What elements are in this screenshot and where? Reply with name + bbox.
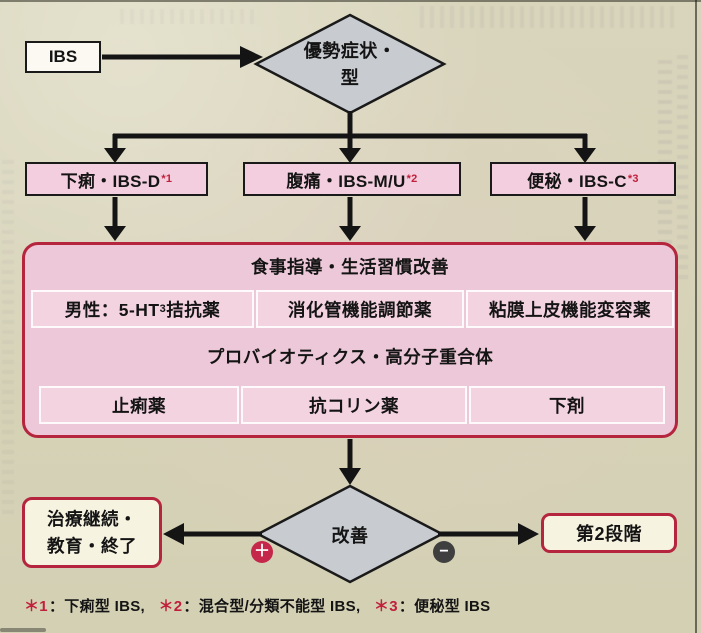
footnote-marker: ＊3: [373, 598, 398, 615]
arrowhead: [163, 523, 184, 545]
outcome-continue-line-2: 教育・終了: [47, 535, 137, 556]
arrowhead: [339, 468, 361, 485]
decision-improvement: 改善: [331, 526, 369, 546]
footnote-marker-3: *3: [627, 173, 639, 185]
branch-diarrhea-label: 下痢・IBS-D: [60, 171, 161, 191]
treatment-mid: プロバイオティクス・高分子重合体: [206, 347, 494, 367]
treatment-cell-mucosal-epithelial: 粘膜上皮機能変容薬: [466, 290, 674, 328]
footnote-item: ＊2：混合型/分類不能型 IBS,: [158, 598, 360, 615]
page-edge: [695, 0, 697, 633]
footnote: ＊1：下痢型 IBS, ＊2：混合型/分類不能型 IBS, ＊3：便秘型 IBS: [24, 595, 499, 616]
footnote-item: ＊3：便秘型 IBS: [374, 598, 491, 615]
cell-text: 男性：5-HT: [64, 299, 160, 320]
arrowhead: [104, 226, 126, 241]
plus-sign: ＋: [253, 543, 270, 560]
arrowhead: [339, 226, 361, 241]
footnote-text: ：下痢型 IBS,: [48, 598, 145, 615]
plus-badge: ＋: [251, 541, 273, 563]
branch-pain-label: 腹痛・IBS-M/U: [286, 171, 406, 191]
minus-badge: −: [433, 541, 455, 563]
minus-sign: −: [439, 543, 449, 560]
footnote-text: ：便秘型 IBS: [398, 598, 491, 615]
page-edge: [0, 628, 46, 632]
treatment-header: 食事指導・生活習慣改善: [251, 257, 449, 277]
decision-dominant-symptom: 優勢症状・ 型: [256, 38, 444, 92]
branch-abdominal-pain: 腹痛・IBS-M/U*2: [243, 162, 461, 196]
treatment-cell-anticholinergic: 抗コリン薬: [241, 386, 467, 424]
arrowhead: [574, 226, 596, 241]
arrowhead: [339, 148, 361, 163]
decision-line-1: 優勢症状・: [303, 41, 397, 61]
treatment-cell-laxative: 下剤: [469, 386, 665, 424]
branch-constipation: 便秘・IBS-C*3: [490, 162, 676, 196]
footnote-marker-1: *1: [161, 173, 173, 185]
treatment-cell-gi-function-modulator: 消化管機能調節薬: [256, 290, 464, 328]
start-node-label: IBS: [48, 47, 78, 66]
branch-diarrhea: 下痢・IBS-D*1: [25, 162, 208, 196]
cell-text: 拮抗薬: [166, 299, 221, 320]
arrowhead: [518, 523, 539, 545]
start-node-ibs: IBS: [25, 41, 101, 73]
outcome-stage-2: 第2段階: [541, 513, 677, 553]
page-edge: [0, 0, 701, 2]
footnote-text: ：混合型/分類不能型 IBS,: [183, 598, 361, 615]
treatment-cell-antidiarrheal: 止痢薬: [39, 386, 239, 424]
footnote-marker-2: *2: [406, 173, 418, 185]
improvement-diamond-shape: [255, 484, 445, 584]
outcome-continue-treatment: 治療継続・ 教育・終了: [22, 497, 162, 568]
footnote-item: ＊1：下痢型 IBS,: [24, 598, 145, 615]
footnote-marker: ＊1: [24, 598, 48, 615]
outcome-continue-line-1: 治療継続・: [47, 509, 137, 530]
arrowhead: [574, 148, 596, 163]
arrowhead: [104, 148, 126, 163]
branch-constipation-label: 便秘・IBS-C: [527, 171, 627, 191]
subscript: 3: [159, 303, 167, 315]
footnote-marker: ＊2: [158, 598, 183, 615]
arrowhead: [240, 46, 263, 68]
decision-line-2: 型: [340, 68, 360, 88]
